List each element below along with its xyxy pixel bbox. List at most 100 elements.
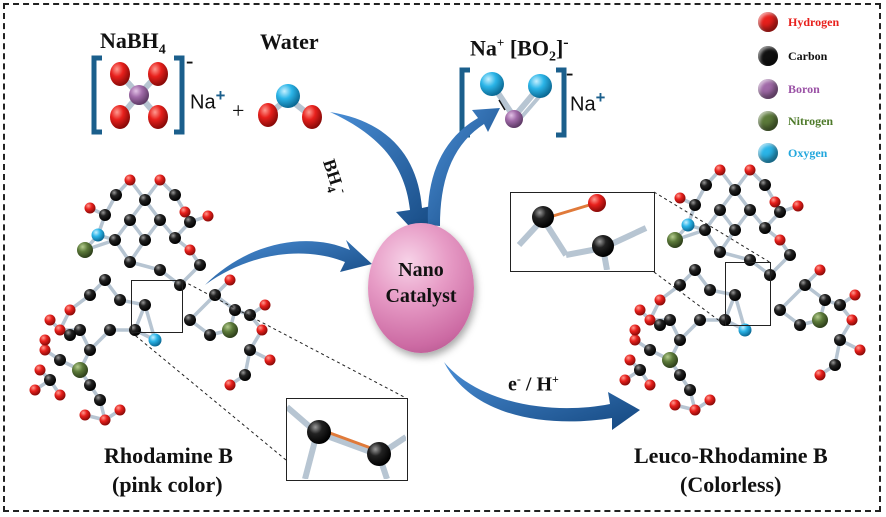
carbon-atom: [109, 234, 121, 246]
carbon-atom: [834, 299, 846, 311]
carbon-atom: [744, 254, 756, 266]
hydrogen-atom: [689, 404, 701, 416]
metaborate-na: Na: [470, 35, 497, 61]
carbon-atom: [714, 204, 726, 216]
carbon-atom: [194, 259, 206, 271]
carbon-atom: [774, 206, 786, 218]
hydrogen-atom: [202, 210, 214, 222]
leuco-rhodamine-b-label: Leuco-Rhodamine B: [634, 443, 828, 468]
carbon-atom: [104, 324, 116, 336]
carbon-atom: [169, 189, 181, 201]
sodium-charge-left: +: [215, 86, 226, 105]
carbon-atom: [139, 194, 151, 206]
sodium-ion-left: Na+: [190, 86, 225, 115]
carbon-atom: [644, 344, 656, 356]
carbon-atom: [174, 279, 186, 291]
hydrogen-atom: [704, 394, 716, 406]
metaborate-charge: -: [563, 34, 569, 51]
boron-atom-icon: [758, 79, 778, 99]
carbon-atom: [694, 314, 706, 326]
nabh4-molecule: [91, 55, 185, 135]
carbon-atom: [244, 344, 256, 356]
hydrogen-atom: [619, 374, 631, 386]
carbon-atom: [74, 324, 86, 336]
carbon-atom: [229, 304, 241, 316]
legend-label: Boron: [788, 81, 820, 96]
hydrogen-atom: [264, 354, 276, 366]
electron-proton-label: e- / H+: [508, 372, 559, 397]
metaborate-subscript: 2: [548, 49, 556, 65]
hydrogen-atom: [256, 324, 268, 336]
carbon-atom: [209, 289, 221, 301]
hydrogen-atom: [64, 304, 76, 316]
hydrogen-atom: [79, 409, 91, 421]
water-label: Water: [260, 29, 319, 54]
legend-item-hydrogen: Hydrogen: [758, 10, 839, 34]
sodium-charge-right: +: [595, 88, 606, 107]
legend-item-oxygen: Oxygen: [758, 141, 827, 165]
carbon-atom: [634, 364, 646, 376]
sodium-ion-right: Na+: [570, 88, 605, 117]
carbon-atom: [54, 354, 66, 366]
oxygen-atom: [148, 333, 162, 347]
hydrogen-atom: [34, 364, 46, 376]
carbon-atom: [729, 289, 741, 301]
metaborate-bracket-charge: -: [566, 60, 574, 85]
carbon-atom: [184, 216, 196, 228]
nabh4-text: NaBH: [100, 28, 159, 53]
carbon-atom: [784, 249, 796, 261]
hydrogen-atom: [846, 314, 858, 326]
hydrogen-atom: [792, 200, 804, 212]
carbon-atom: [204, 329, 216, 341]
proton-text: / H: [525, 373, 553, 396]
hydrogen-atom: [814, 264, 826, 276]
hydrogen-atom: [644, 379, 656, 391]
zoom-lines-right: [653, 191, 772, 326]
hydrogen-atom: [39, 344, 51, 356]
hydrogen-atom-icon: [758, 12, 778, 32]
carbon-atom: [169, 232, 181, 244]
carbon-atom: [704, 284, 716, 296]
carbon-atom: [139, 234, 151, 246]
electron-charge: -: [516, 372, 521, 386]
metaborate-close: ]: [555, 35, 564, 61]
nitrogen-atom: [222, 322, 238, 338]
hydrogen-atom: [99, 414, 111, 426]
nitrogen-atom: [667, 232, 683, 248]
hydrogen-atom: [224, 274, 236, 286]
hydrogen-atom: [259, 299, 271, 311]
hydrogen-atom: [674, 192, 686, 204]
legend-label: Hydrogen: [788, 14, 840, 29]
hydrogen-atom: [629, 334, 641, 346]
carbon-atom: [239, 369, 251, 381]
carbon-atom: [114, 294, 126, 306]
plus-operator: +: [232, 98, 245, 123]
nitrogen-atom-icon: [758, 111, 778, 131]
carbon-atom: [124, 256, 136, 268]
legend-label: Nitrogen: [788, 113, 834, 128]
sodium-text-right: Na: [570, 93, 596, 116]
carbon-atom: [654, 319, 666, 331]
carbon-atom: [244, 309, 256, 321]
zoom-inset-double-bond: [285, 398, 408, 481]
hydrogen-atom: [39, 334, 51, 346]
carbon-atom: [139, 299, 151, 311]
water-molecule: [258, 84, 322, 129]
hydrogen-atom: [774, 234, 786, 246]
carbon-atom: [834, 334, 846, 346]
nabh4-label: NaBH4: [100, 28, 166, 58]
legend-label: Carbon: [788, 48, 828, 63]
nabh4-charge: -: [186, 48, 194, 73]
hydrogen-atom: [84, 202, 96, 214]
rhodamine-b-molecule: [29, 174, 276, 426]
dashed-frame: [3, 3, 881, 512]
carbon-atom-icon: [758, 46, 778, 66]
selected-bond-box-left: [131, 280, 183, 333]
hydrogen-atom: [644, 314, 656, 326]
carbon-atom: [689, 264, 701, 276]
carbon-atom: [774, 304, 786, 316]
carbon-atom: [759, 179, 771, 191]
legend-item-carbon: Carbon: [758, 44, 827, 68]
hydrogen-atom: [184, 244, 196, 256]
